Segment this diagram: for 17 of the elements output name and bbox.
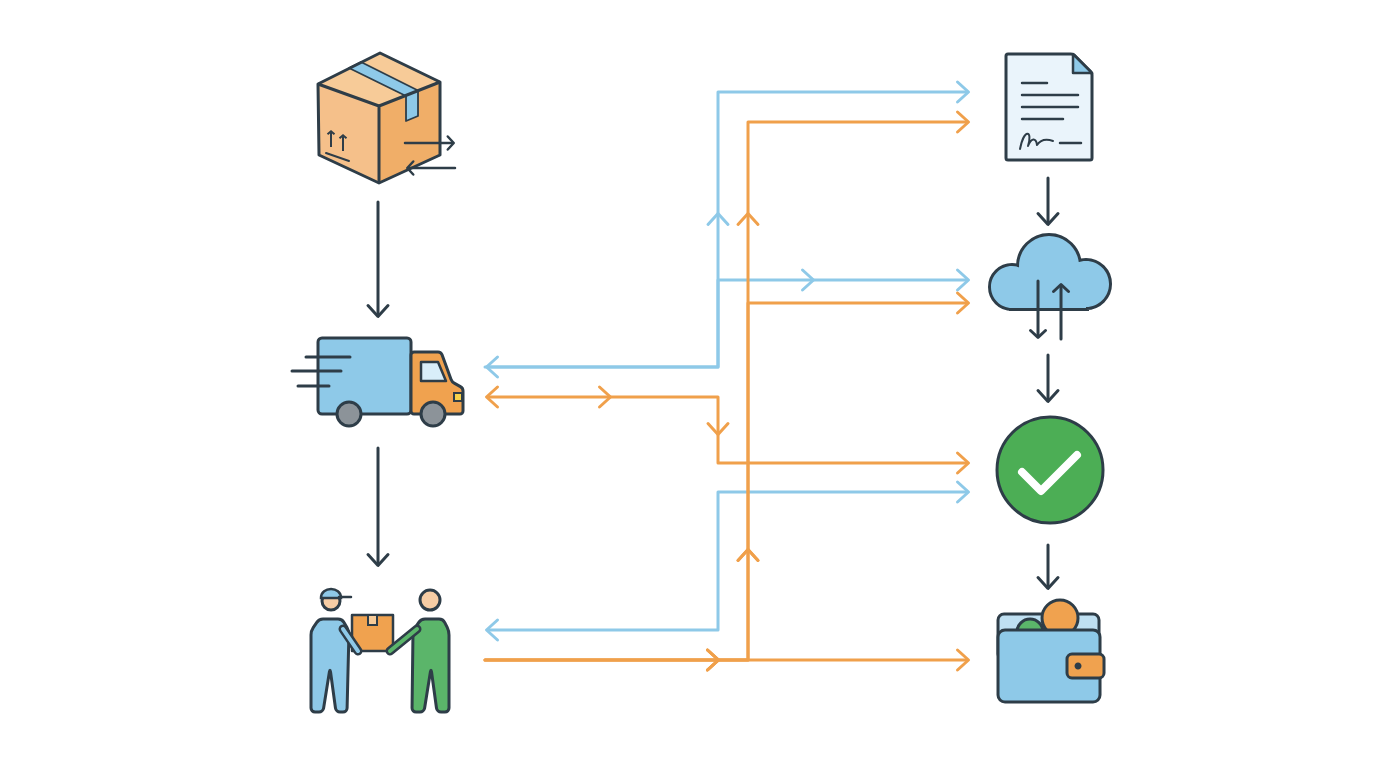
connector-arrow: [485, 385, 970, 475]
check-circle-icon: [995, 415, 1105, 525]
arrow: [1036, 353, 1060, 403]
handover-icon: [309, 587, 451, 714]
connector-arrow: [485, 480, 970, 642]
arrow: [366, 446, 390, 567]
connector-arrow: [485, 80, 970, 379]
arrow: [1036, 543, 1060, 590]
package-icon: [316, 51, 457, 185]
connector-arrow: [483, 268, 970, 369]
connector-arrow: [483, 648, 970, 672]
signed-document-icon: [1004, 52, 1094, 162]
truck-icon: [290, 336, 465, 428]
arrow: [366, 200, 390, 318]
arrow: [1036, 176, 1060, 226]
wallet-icon: [996, 598, 1106, 704]
cloud-sync-icon: [988, 233, 1112, 341]
